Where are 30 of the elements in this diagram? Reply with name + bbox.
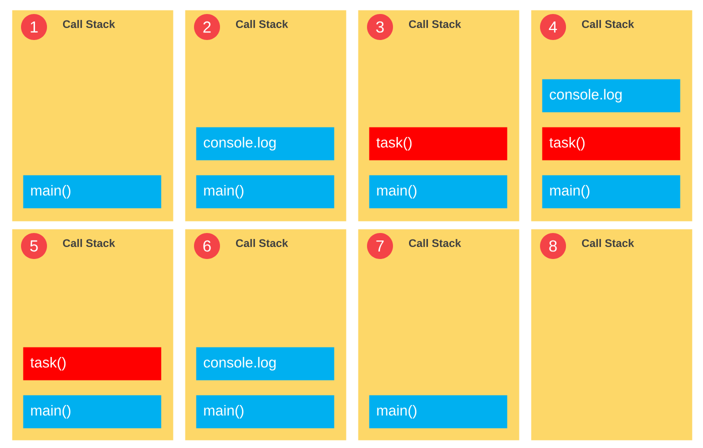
node-label: Call Stack xyxy=(236,238,288,248)
node-label: Call Stack xyxy=(582,20,634,28)
stack-frame: main() xyxy=(196,395,334,428)
stack-frame: console.log xyxy=(196,347,334,380)
call-stack-panel xyxy=(531,229,692,440)
number-badge: 8 xyxy=(540,233,566,259)
number-badge: 3 xyxy=(367,14,393,40)
stack-frame: console.log xyxy=(542,79,680,112)
number-badge: 6 xyxy=(194,233,220,259)
stack-frame: task() xyxy=(369,127,508,160)
node-label: Call Stack xyxy=(582,238,634,248)
stack-frame: main() xyxy=(23,395,162,428)
stack-frame: main() xyxy=(542,175,680,208)
number-badge: 2 xyxy=(194,14,220,40)
stack-frame: main() xyxy=(196,175,334,208)
node-label: Call Stack xyxy=(62,20,116,28)
number-badge: 4 xyxy=(540,14,566,40)
number-badge: 7 xyxy=(367,233,393,259)
node-label: Call Stack xyxy=(236,20,288,28)
stack-frame: console.log xyxy=(196,127,334,160)
stack-frame: task() xyxy=(542,127,680,160)
node-label: Call Stack xyxy=(408,20,462,28)
stack-frame: task() xyxy=(23,347,162,380)
node-label: Call Stack xyxy=(62,238,116,248)
number-badge: 5 xyxy=(21,233,47,259)
number-badge: 1 xyxy=(21,14,47,40)
stack-frame: main() xyxy=(23,175,162,208)
node-label: Call Stack xyxy=(408,238,462,248)
stack-frame: main() xyxy=(369,175,508,208)
stack-frame: main() xyxy=(369,395,508,428)
